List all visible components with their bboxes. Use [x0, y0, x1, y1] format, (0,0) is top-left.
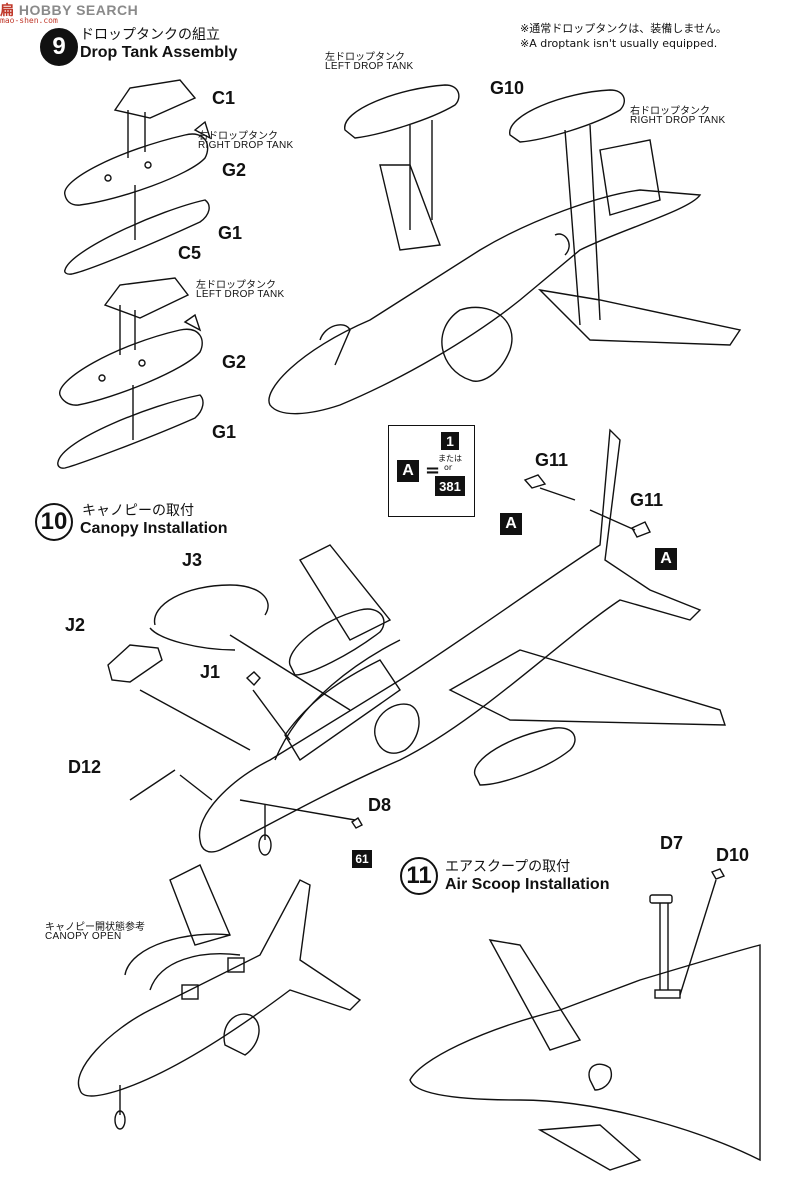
watermark-url: mao-shen.com — [0, 16, 58, 25]
step-10-title-en: Canopy Installation — [80, 520, 228, 537]
part-label-g11-a: G11 — [535, 450, 569, 470]
marking-legend-box: A = 1 または or 381 — [388, 425, 475, 517]
watermark-en: HOBBY SEARCH — [18, 2, 139, 18]
left-drop-tank-parts — [57, 277, 204, 469]
legend-decal-1: 1 — [441, 432, 459, 450]
canopy-open-label-en: CANOPY OPEN — [45, 931, 122, 942]
part-label-d8: D8 — [368, 795, 392, 815]
part-label-c1: C1 — [212, 88, 236, 108]
step-9-title-jp: ドロップタンクの組立 — [80, 27, 220, 43]
part-label-d10: D10 — [716, 845, 750, 865]
part-label-g11-b: G11 — [630, 490, 664, 510]
left-tank-label-en-a: LEFT DROP TANK — [196, 289, 285, 300]
part-label-g1-b: G1 — [212, 422, 237, 442]
decal-a-mark-1: A — [500, 513, 522, 535]
part-label-g2-a: G2 — [222, 160, 247, 180]
legend-equals: = — [425, 460, 441, 481]
step-10-badge: 10 — [35, 503, 73, 541]
part-label-j3: J3 — [182, 550, 203, 570]
step11-aircraft — [409, 868, 761, 1171]
step-11-title-jp: エアスクープの取付 — [445, 859, 571, 875]
part-label-j2: J2 — [65, 615, 86, 635]
right-tank-label-en-b: RIGHT DROP TANK — [630, 115, 726, 126]
step10-aircraft — [107, 428, 726, 856]
note-en: ※A droptank isn't usually equipped. — [520, 37, 718, 50]
right-tank-label-jp: 右ドロップタンク — [198, 131, 278, 142]
part-label-g1-a: G1 — [218, 223, 243, 243]
watermark-logo: 扁 HOBBY SEARCH — [0, 0, 138, 20]
legend-or: or — [444, 463, 453, 472]
note-jp: ※通常ドロップタンクは、装備しません。 — [520, 22, 727, 35]
right-drop-tank-parts — [64, 79, 212, 275]
part-label-g2-b: G2 — [222, 352, 247, 372]
legend-a-mark: A — [397, 460, 419, 482]
step-10-title-jp: キャノピーの取付 — [82, 503, 194, 519]
left-tank-label-jp-b: 左ドロップタンク — [325, 52, 405, 63]
part-label-c5: C5 — [178, 243, 202, 263]
canopy-open-aircraft — [77, 864, 362, 1130]
legend-decal-381: 381 — [435, 476, 465, 496]
step-9-badge: 9 — [40, 28, 78, 66]
step-11-title-en: Air Scoop Installation — [445, 876, 610, 893]
watermark-cn: 扁 — [0, 2, 15, 18]
decal-a-mark-2: A — [655, 548, 677, 570]
step-11-badge: 11 — [400, 857, 438, 895]
canopy-open-label-jp: キャノピー開状態参考 — [45, 922, 145, 933]
left-tank-label-en-b: LEFT DROP TANK — [325, 61, 414, 72]
step9-aircraft — [268, 84, 742, 415]
part-label-d12: D12 — [68, 757, 102, 777]
right-tank-label-jp-b: 右ドロップタンク — [630, 106, 710, 117]
left-tank-label-jp-a: 左ドロップタンク — [196, 280, 276, 291]
decal-61-mark: 61 — [352, 850, 372, 868]
step-9-title-en: Drop Tank Assembly — [80, 44, 238, 61]
part-label-j1: J1 — [200, 662, 221, 682]
legend-mataha: または — [438, 454, 462, 463]
right-tank-label-en: RIGHT DROP TANK — [198, 140, 294, 151]
part-label-d7: D7 — [660, 833, 684, 853]
part-label-g10: G10 — [490, 78, 525, 98]
